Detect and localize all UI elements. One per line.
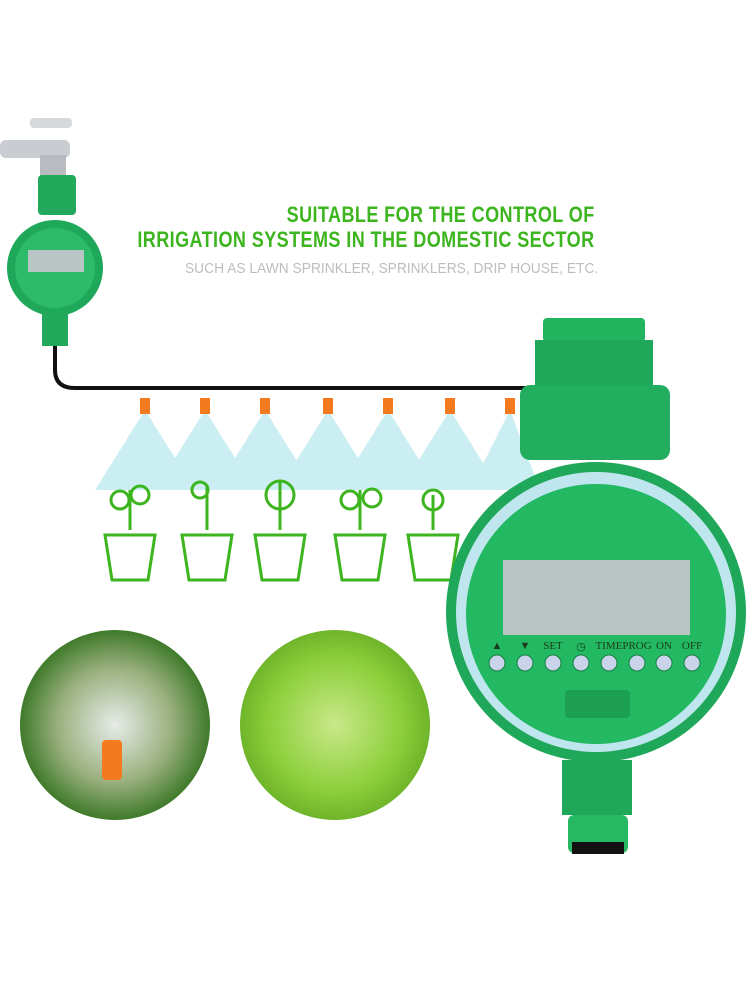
lcd-screen bbox=[503, 560, 690, 635]
off-label: OFF bbox=[681, 640, 703, 652]
lawn-photo bbox=[240, 630, 430, 820]
sprinkler-drippers bbox=[95, 398, 540, 490]
on-label: ON bbox=[656, 640, 672, 652]
drip-tube bbox=[53, 345, 545, 390]
sprinkler-photo bbox=[20, 630, 210, 820]
set-label: SET bbox=[543, 640, 563, 652]
time-label: TIME bbox=[595, 640, 623, 652]
small-timer-icon bbox=[7, 175, 103, 346]
down-label: ▼ bbox=[519, 640, 531, 652]
headline-line-1: SUITABLE FOR THE CONTROL OF bbox=[286, 202, 595, 227]
plant-pots-icon bbox=[103, 479, 460, 582]
clock-icon: ◷ bbox=[576, 641, 586, 653]
timer-buttons bbox=[488, 654, 701, 672]
up-label: ▲ bbox=[491, 640, 503, 652]
headline-line-2: IRRIGATION SYSTEMS IN THE DOMESTIC SECTO… bbox=[137, 227, 595, 252]
faucet-icon bbox=[0, 118, 72, 177]
subtitle: SUCH AS LAWN SPRINKLER, SPRINKLERS, DRIP… bbox=[184, 260, 598, 277]
prog-label: PROG bbox=[622, 640, 652, 652]
water-timer-device bbox=[446, 318, 746, 854]
